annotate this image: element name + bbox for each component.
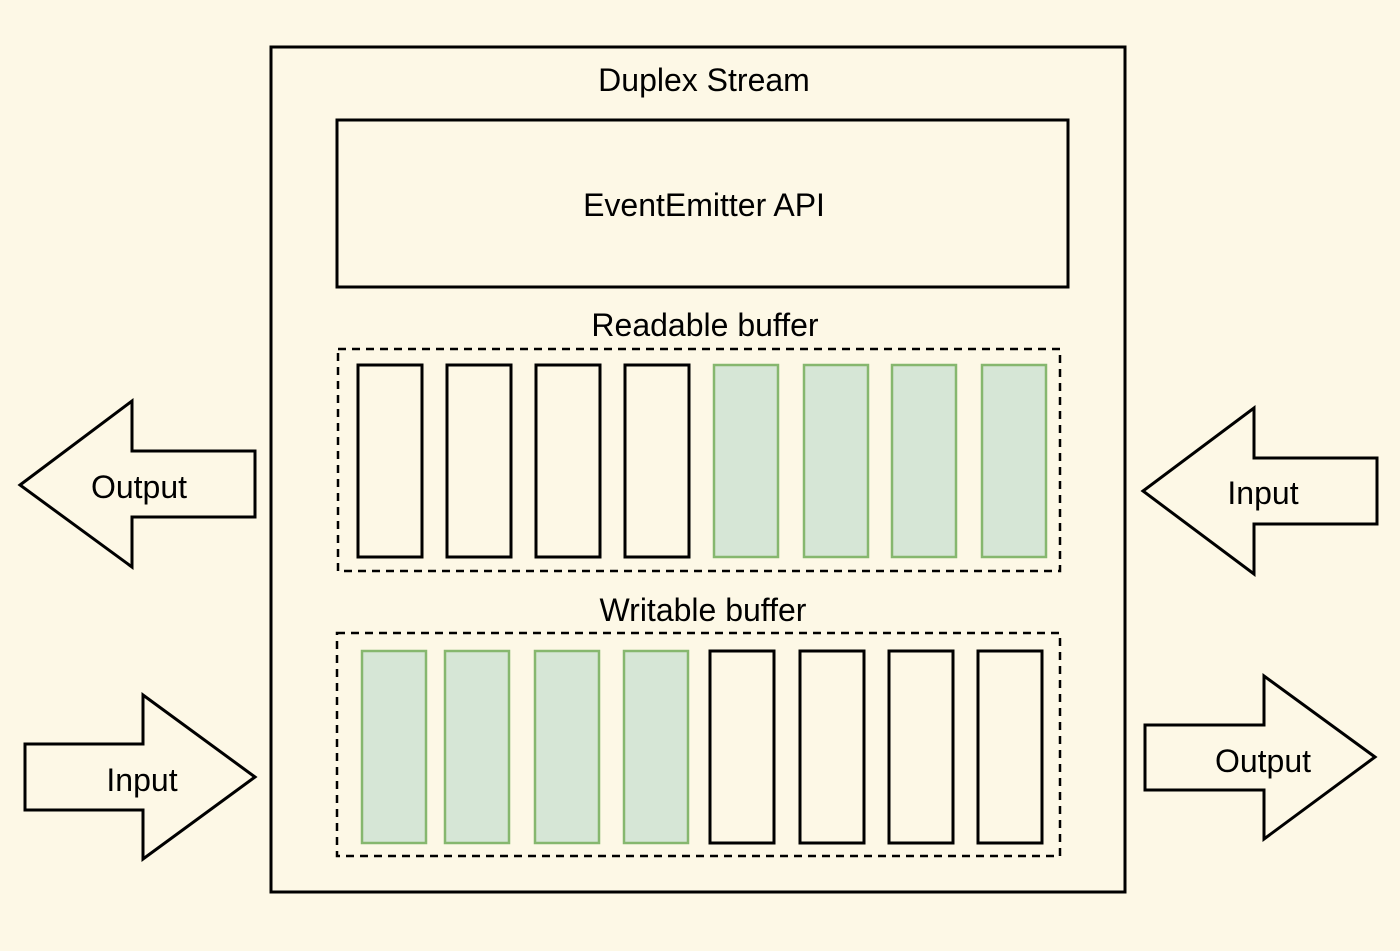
input-arrow-right-label: Input bbox=[1227, 475, 1298, 511]
writable-buffer-slot-empty bbox=[708, 649, 776, 845]
writable-buffer-slots bbox=[360, 649, 1044, 845]
readable-buffer-container bbox=[336, 347, 1062, 573]
readable-buffer-label: Readable buffer bbox=[591, 307, 818, 343]
readable-buffer-slot-filled bbox=[802, 363, 870, 559]
writable-buffer-slot-filled bbox=[533, 649, 601, 845]
writable-buffer-slot-empty bbox=[798, 649, 866, 845]
input-arrow-right: Input bbox=[1140, 405, 1379, 577]
input-arrow-right-shape bbox=[1140, 405, 1379, 577]
duplex-stream-box bbox=[269, 45, 1127, 894]
input-arrow-left: Input bbox=[23, 692, 258, 862]
output-arrow-left-shape bbox=[17, 398, 257, 570]
input-arrow-left-label: Input bbox=[106, 762, 177, 798]
readable-buffer-slots bbox=[356, 363, 1048, 559]
output-arrow-left: Output bbox=[17, 398, 257, 570]
writable-buffer-slot-filled bbox=[622, 649, 690, 845]
readable-buffer-slot-empty bbox=[534, 363, 602, 559]
event-emitter-label: EventEmitter API bbox=[583, 187, 825, 223]
readable-buffer-slot-filled bbox=[712, 363, 780, 559]
readable-buffer-slot-empty bbox=[623, 363, 691, 559]
writable-buffer-label: Writable buffer bbox=[600, 592, 807, 628]
duplex-stream-title: Duplex Stream bbox=[598, 62, 810, 98]
writable-buffer-slot-filled bbox=[360, 649, 428, 845]
writable-buffer-slot-empty bbox=[887, 649, 955, 845]
readable-buffer-slot-empty bbox=[356, 363, 424, 559]
writable-buffer-container bbox=[335, 631, 1062, 858]
output-arrow-right: Output bbox=[1143, 673, 1378, 842]
event-emitter-box bbox=[335, 118, 1070, 289]
output-arrow-right-label: Output bbox=[1215, 743, 1311, 779]
output-arrow-left-label: Output bbox=[91, 469, 187, 505]
readable-buffer-slot-empty bbox=[445, 363, 513, 559]
readable-buffer-slot-filled bbox=[890, 363, 958, 559]
writable-buffer-slot-empty bbox=[976, 649, 1044, 845]
output-arrow-right-shape bbox=[1143, 673, 1378, 842]
writable-buffer-slot-filled bbox=[443, 649, 511, 845]
input-arrow-left-shape bbox=[23, 692, 258, 862]
readable-buffer-slot-filled bbox=[980, 363, 1048, 559]
